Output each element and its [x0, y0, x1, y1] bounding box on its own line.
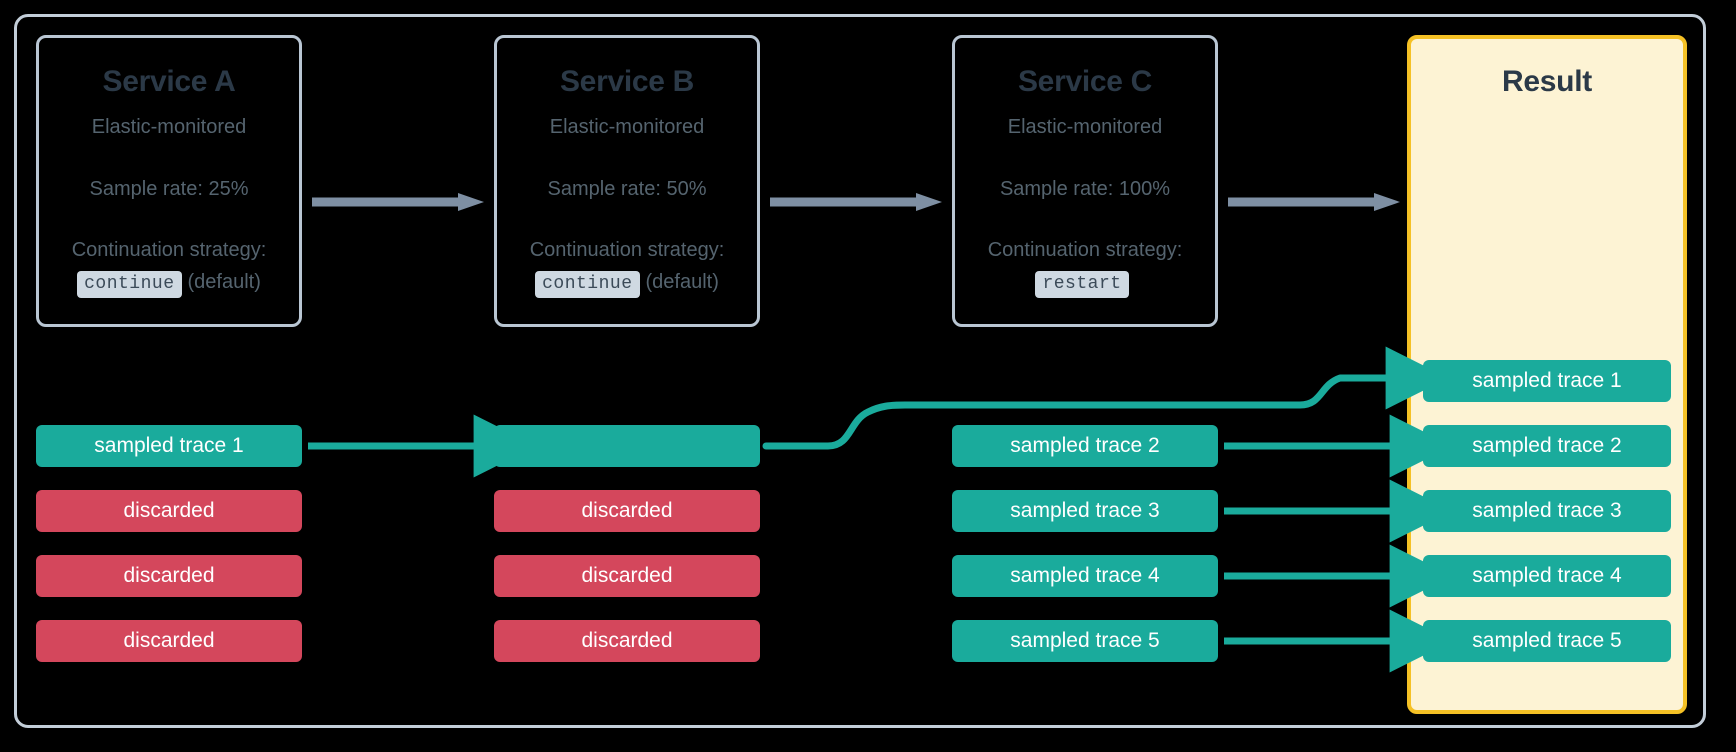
trace-pill-a-3: discarded — [36, 555, 302, 597]
trace-pill-a-2: discarded — [36, 490, 302, 532]
flow-arrow-a-to-b — [312, 193, 484, 211]
trace-pill-b-2: discarded — [494, 490, 760, 532]
flow-arrow-c-to-result — [1228, 193, 1400, 211]
service-b-subtitle: Elastic-monitored — [549, 115, 705, 138]
service-b-strategy-note: (default) — [645, 270, 719, 293]
service-c-title: Service C — [1017, 65, 1153, 98]
service-c-sample-rate: Sample rate: 100% — [999, 177, 1171, 200]
service-c-subtitle: Elastic-monitored — [1007, 115, 1163, 138]
trace-pill-a-4: discarded — [36, 620, 302, 662]
service-b-strategy-chip: continue — [535, 270, 640, 298]
result-pill-2: sampled trace 2 — [1423, 425, 1671, 467]
service-b-sample-rate: Sample rate: 50% — [547, 177, 707, 200]
result-pill-4: sampled trace 4 — [1423, 555, 1671, 597]
service-a-title: Service A — [102, 65, 236, 98]
result-pill-1: sampled trace 1 — [1423, 360, 1671, 402]
trace-pill-a-1: sampled trace 1 — [36, 425, 302, 467]
trace-pill-c-3: sampled trace 4 — [952, 555, 1218, 597]
result-pill-5: sampled trace 5 — [1423, 620, 1671, 662]
result-pill-3: sampled trace 3 — [1423, 490, 1671, 532]
service-card-a: Service A Elastic-monitored Sample rate:… — [36, 35, 302, 327]
service-card-b: Service B Elastic-monitored Sample rate:… — [494, 35, 760, 327]
result-title: Result — [1502, 65, 1592, 98]
trace-pill-c-4: sampled trace 5 — [952, 620, 1218, 662]
flow-arrow-b-to-c — [770, 193, 942, 211]
service-c-strategy-value: restart — [955, 269, 1215, 298]
trace-pill-b-1 — [494, 425, 760, 467]
service-c-strategy-label: Continuation strategy: — [987, 238, 1183, 261]
service-a-strategy-value: continue(default) — [39, 269, 299, 298]
trace-pill-b-4: discarded — [494, 620, 760, 662]
service-a-strategy-note: (default) — [187, 270, 261, 293]
trace-pill-c-1: sampled trace 2 — [952, 425, 1218, 467]
service-b-title: Service B — [559, 65, 695, 98]
service-b-strategy-value: continue(default) — [497, 269, 757, 298]
service-b-strategy-label: Continuation strategy: — [529, 238, 725, 261]
service-a-strategy-label: Continuation strategy: — [71, 238, 267, 261]
service-c-strategy-chip: restart — [1035, 270, 1129, 298]
service-a-sample-rate: Sample rate: 25% — [89, 177, 249, 200]
service-card-c: Service C Elastic-monitored Sample rate:… — [952, 35, 1218, 327]
trace-pill-b-3: discarded — [494, 555, 760, 597]
service-a-subtitle: Elastic-monitored — [91, 115, 247, 138]
service-a-strategy-chip: continue — [77, 270, 182, 298]
trace-pill-c-2: sampled trace 3 — [952, 490, 1218, 532]
